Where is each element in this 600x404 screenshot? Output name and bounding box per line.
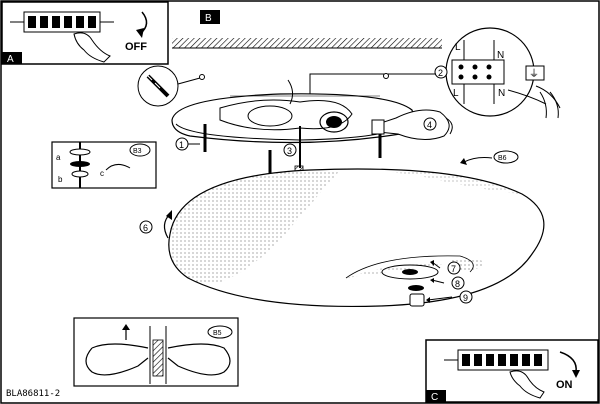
panel-b: B — [172, 10, 442, 49]
step-1-label: 1 — [179, 140, 184, 150]
detail-b6-tag: B6 — [498, 155, 507, 162]
glass-shade — [168, 168, 545, 308]
hand-icon — [73, 32, 111, 63]
step-6: 6 — [139, 210, 172, 239]
wiring-detail: L N L N ⏚ 2 — [306, 27, 561, 119]
step-2-label: 2 — [438, 68, 443, 78]
wire-label-bottom-l: L — [453, 88, 459, 99]
step-6-label: 6 — [143, 223, 148, 233]
wire-label-bottom-n: N — [498, 88, 505, 99]
earth-symbol: ⏚ — [529, 68, 539, 80]
switch-arrow-icon-c — [559, 351, 577, 373]
step-1: 1 — [175, 137, 200, 151]
terminal-block-c — [444, 349, 549, 371]
wire-label-top-n: N — [497, 50, 504, 61]
part-b-label: b — [58, 175, 63, 184]
detail-b5-tag: B5 — [213, 330, 222, 337]
panel-a-letter: A — [7, 54, 14, 65]
part-a-label: a — [56, 153, 61, 162]
step-4-label: 4 — [427, 120, 432, 130]
panel-c-letter: C — [431, 392, 438, 403]
wire-label-top-l: L — [455, 42, 461, 53]
detail-b3-tag: B3 — [133, 148, 142, 155]
off-label: OFF — [125, 41, 147, 53]
step-8-label: 8 — [455, 279, 460, 289]
step-7-label: 7 — [451, 264, 456, 274]
panel-b-letter: B — [205, 13, 212, 24]
step-3: 3 — [283, 143, 297, 157]
ceiling — [172, 38, 442, 48]
step-8: 8 — [430, 276, 465, 290]
step-9: 9 — [426, 290, 473, 304]
on-label: ON — [556, 379, 573, 391]
hand-icon-c — [509, 370, 545, 399]
step-9-label: 9 — [463, 293, 468, 303]
part-c-label: c — [100, 169, 104, 178]
wall-plug-detail — [137, 65, 389, 107]
panel-a: OFF A — [1, 1, 169, 65]
detail-b3: a b c B3 — [51, 141, 157, 189]
step-7: 7 — [430, 260, 461, 275]
detail-b6-callout: B6 — [460, 150, 519, 165]
terminal-block-a — [10, 11, 114, 33]
panel-c: ON C — [425, 339, 599, 403]
step-3-label: 3 — [287, 146, 292, 156]
bulb: 4 — [371, 109, 453, 140]
detail-b5: B5 — [73, 317, 239, 387]
model-code: BLA86811-2 — [6, 389, 60, 399]
